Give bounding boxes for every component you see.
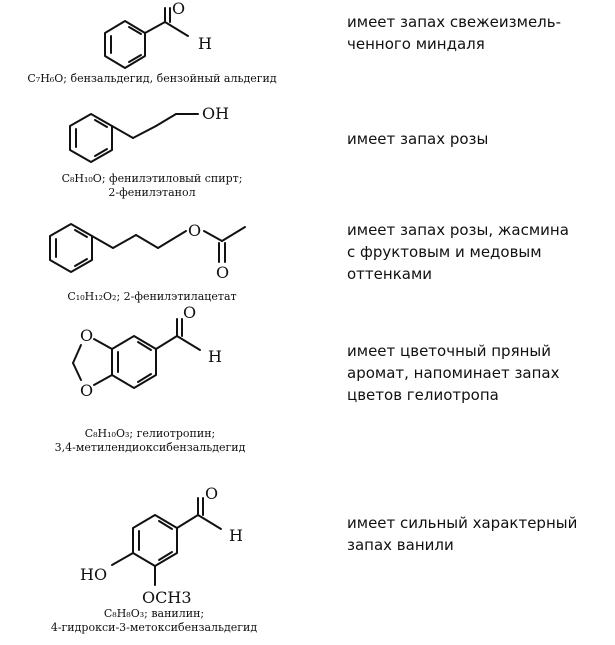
atom-o: O [205, 485, 218, 503]
atom-och3: OCH3 [142, 588, 192, 607]
caption-line: 3,4-метилендиоксибензальдегид [54, 441, 246, 454]
atom-o-ring-lower: O [80, 381, 93, 400]
description-line: оттенками [347, 265, 433, 283]
atom-o-carbonyl: O [216, 263, 229, 282]
description-line: имеет запах свежеизмель- [347, 13, 562, 31]
compound-row-benzaldehyde: O H C₇H₆O; бензальдегид, бензойный альде… [0, 0, 615, 100]
atom-o-ester: O [188, 221, 201, 240]
odor-description: имеет запах розы [347, 128, 612, 150]
compound-row-heliotropin: O H O O C₈H₁₀O₃; гелиотропин; 3,4-метиле… [0, 305, 615, 465]
odor-description: имеет цветочный пряный аромат, напоминае… [347, 340, 612, 406]
formula-caption: C₈H₁₀O₃; гелиотропин; 3,4-метилендиоксиб… [0, 427, 300, 455]
odor-description: имеет запах розы, жасмина с фруктовым и … [347, 219, 612, 285]
structure-heliotropin: O H O O [0, 305, 300, 430]
description-line: ченного миндаля [347, 35, 485, 53]
description-line: имеет сильный характерный [347, 514, 578, 532]
atom-o: O [172, 0, 185, 18]
structure-phenylethanol: OH [0, 96, 300, 181]
atom-h: H [208, 347, 222, 366]
atom-ho: HO [80, 565, 107, 584]
description-line: с фруктовым и медовым [347, 243, 542, 261]
odor-description: имеет запах свежеизмель- ченного миндаля [347, 11, 612, 55]
caption-line: C₈H₁₀O; фенилэтиловый спирт; [61, 172, 243, 185]
structure-benzaldehyde: O H [0, 0, 300, 80]
caption-line: 4-гидрокси-3-метоксибензальдегид [50, 621, 258, 634]
caption-line: C₇H₆O; бензальдегид, бензойный альдегид [27, 72, 277, 85]
description-line: аромат, напоминает запах [347, 364, 560, 382]
description-line: цветов гелиотропа [347, 386, 499, 404]
atom-o: O [183, 305, 196, 322]
structure-phenylethyl-acetate: O O [0, 205, 300, 290]
description-line: имеет запах розы [347, 130, 489, 148]
formula-caption: C₈H₁₀O; фенилэтиловый спирт; 2-фенилэтан… [2, 172, 302, 200]
caption-line: C₈H₁₀O₃; гелиотропин; [84, 427, 216, 440]
atom-h: H [198, 34, 212, 53]
description-line: имеет цветочный пряный [347, 342, 552, 360]
compound-row-phenylethanol: OH C₈H₁₀O; фенилэтиловый спирт; 2-фенилэ… [0, 96, 615, 206]
caption-line: 2-фенилэтанол [108, 186, 196, 199]
atom-oh: OH [202, 104, 229, 123]
structure-vanillin: O H HO OCH3 [0, 485, 300, 610]
compound-row-phenylethyl-acetate: O O C₁₀H₁₂O₂; 2-фенилэтилацетат имеет за… [0, 205, 615, 310]
formula-caption: C₇H₆O; бензальдегид, бензойный альдегид [2, 72, 302, 86]
description-line: имеет запах розы, жасмина [347, 221, 569, 239]
formula-caption: C₈H₈O₃; ванилин; 4-гидрокси-3-метоксибен… [4, 607, 304, 635]
caption-line: C₁₀H₁₂O₂; 2-фенилэтилацетат [67, 290, 237, 303]
caption-line: C₈H₈O₃; ванилин; [103, 607, 205, 620]
description-line: запах ванили [347, 536, 454, 554]
atom-o-ring-upper: O [80, 326, 93, 345]
atom-h: H [229, 526, 243, 545]
odor-description: имеет сильный характерный запах ванили [347, 512, 612, 556]
formula-caption: C₁₀H₁₂O₂; 2-фенилэтилацетат [2, 290, 302, 304]
compound-row-vanillin: O H HO OCH3 C₈H₈O₃; ванилин; 4-гидрокси-… [0, 485, 615, 645]
